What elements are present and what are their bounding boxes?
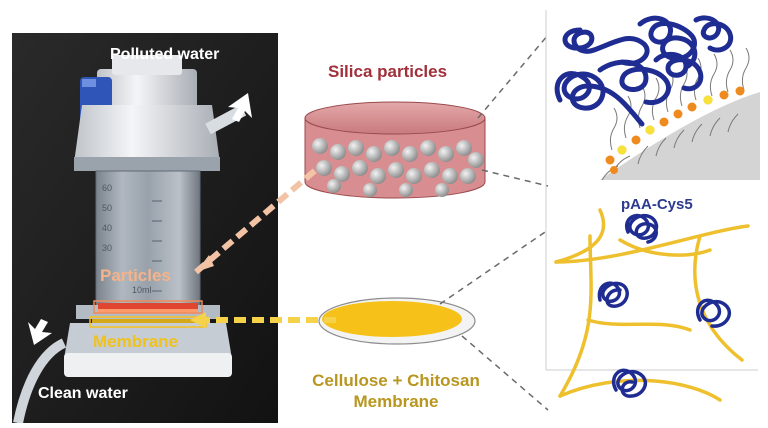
polymer-coated-silica bbox=[554, 15, 760, 181]
silica-disc bbox=[304, 101, 486, 199]
filter-device-illustration bbox=[12, 33, 278, 423]
scale-mark: 30 bbox=[102, 243, 113, 253]
paa-cys5-label: pAA-Cys5 bbox=[621, 196, 693, 213]
cellulose-title-line-1: Cellulose + Chitosan bbox=[312, 371, 480, 390]
clean-water-label: Clean water bbox=[38, 385, 128, 402]
cellulose-chitosan-title: Cellulose + Chitosan Membrane bbox=[306, 370, 486, 412]
filter-device-photo: 60 50 40 30 10ml bbox=[12, 33, 278, 423]
fiber-network bbox=[554, 208, 750, 402]
cellulose-title-line-2: Membrane bbox=[353, 392, 439, 411]
scale-mark: 40 bbox=[102, 223, 113, 233]
scale-mark: 10ml bbox=[132, 285, 152, 295]
polluted-water-label: Polluted water bbox=[110, 46, 220, 63]
silica-particles-title: Silica particles bbox=[328, 62, 448, 81]
membrane-disc bbox=[318, 297, 476, 345]
scale-mark: 50 bbox=[102, 203, 113, 213]
scale-mark: 60 bbox=[102, 183, 113, 193]
particles-label: Particles bbox=[100, 266, 171, 285]
membrane-label: Membrane bbox=[93, 332, 179, 351]
